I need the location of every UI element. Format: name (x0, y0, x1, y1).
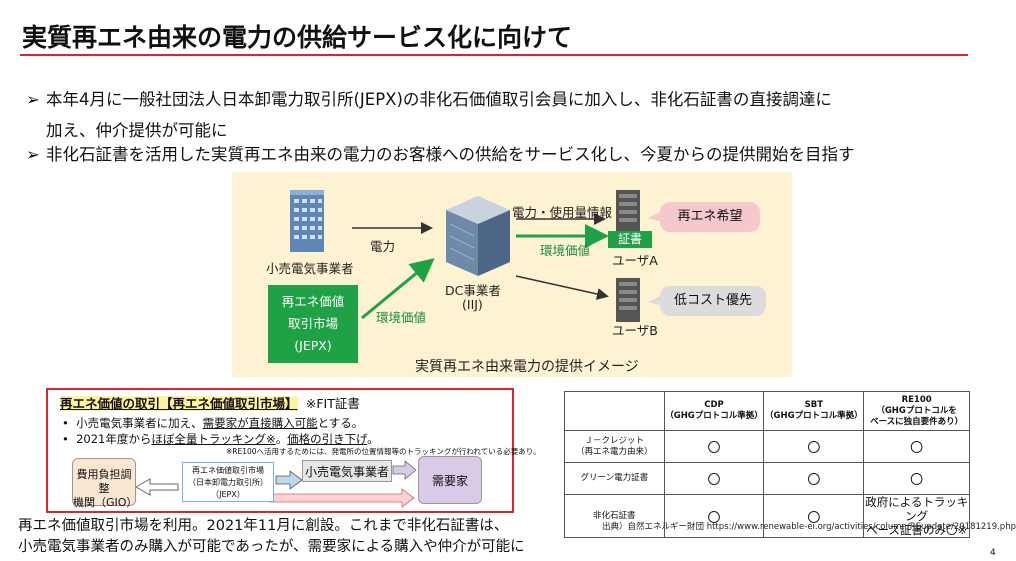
jepx-market-box: 再エネ価値 取引市場 (JEPX) (268, 285, 358, 363)
bullet-1-line2: 加え、仲介提供が可能に (46, 121, 228, 140)
consumer-box: 需要家 (418, 456, 482, 504)
table-row: グリーン電力証書 〇 〇 〇 (564, 462, 970, 495)
market-arrow (275, 470, 303, 490)
p1-underline: 需要家が直接購入可能 (202, 416, 318, 430)
title-underline (20, 54, 968, 56)
table-cell: 〇 (663, 462, 765, 495)
table-cell: 〇 (763, 430, 865, 463)
power-label: 電力 (370, 239, 396, 254)
direct-arrow (269, 488, 415, 508)
fit-note: ※FIT証書 (305, 396, 360, 411)
header-re100: RE100（GHGプロトコルをベースに独自要件あり） (863, 391, 970, 431)
jepx-line3: (JEPX) (294, 338, 332, 353)
source-citation: 出典）自然エネルギー財団 https://www.renewable-ei.or… (602, 522, 1016, 532)
table-cell: 〇 (863, 430, 970, 463)
bullet-2: ➢ 非化石証書を活用した実質再エネ由来の電力のお客様への供給をサービス化し、今夏か… (26, 143, 855, 167)
gio-line2: 機関（GIO） (73, 496, 138, 509)
diagram-caption: 実質再エネ由来電力の提供イメージ (415, 359, 639, 375)
env-value-arrow-left (361, 258, 435, 320)
bullet-1: ➢ 本年4月に一般社団法人日本卸電力取引所(JEPX)の非化石価値取引会員に加入し… (26, 88, 832, 112)
gio-arrow (134, 478, 179, 496)
table-cell-gov-tracking: 政府によるトラッキングベース証書のみ〇※ (863, 494, 970, 538)
market-heading-text: 再エネ価値の取引【再エネ価値取引市場】 (60, 396, 298, 411)
bullet-2-text: 非化石証書を活用した実質再エネ由来の電力のお客様への供給をサービス化し、今夏から… (46, 145, 855, 164)
market-flow-box: 再エネ価値取引市場 （日本卸電力取引所） （JEPX） (182, 462, 274, 502)
jepx-line2: 取引市場 (287, 316, 338, 331)
market-info-box (46, 388, 514, 513)
user-b-label: ユーザB (612, 323, 658, 338)
market-box-heading: 再エネ価値の取引【再エネ価値取引市場】 ※FIT証書 (60, 393, 360, 412)
market-point-2: • 2021年度からほぼ全量トラッキング※。価格の引き下げ。 (62, 431, 379, 447)
user-a-label: ユーザA (612, 253, 658, 268)
gio-line1: 費用負担調整 (76, 468, 132, 495)
note-line2: 小売電気事業者のみ購入が可能であったが、需要家による購入や仲介が可能に (18, 539, 525, 555)
p2-pre: 2021年度から (76, 432, 152, 446)
jepx-line1: 再エネ価値 (281, 294, 345, 309)
data-center-icon (446, 196, 510, 276)
arrow-bullet-icon: ➢ (26, 90, 40, 109)
mkt-line2: （日本卸電力取引所） (188, 478, 268, 487)
header-cdp: CDP（GHGプロトコル準拠） (663, 391, 765, 431)
table-cell: 〇 (863, 462, 970, 495)
table-cell: 〇 (763, 494, 865, 538)
retailer-flow-box: 小売電気事業者 (302, 460, 392, 482)
bullet-dot: • (62, 432, 69, 446)
page-title: 実質再エネ由来の電力の供給サービス化に向けて (22, 23, 573, 52)
dc-label: DC事業者 (445, 283, 501, 298)
table-cell: 〇 (663, 430, 765, 463)
retailer-label: 小売電気事業者 (266, 261, 354, 276)
page-number: 4 (990, 548, 996, 558)
power-usage-label: 電力・使用量情報 (512, 205, 613, 220)
server-b-icon (616, 278, 640, 322)
note-line1: 再エネ価値取引市場を利用。2021年11月に創設。これまで非化石証書は、 (18, 518, 509, 534)
arrow-bullet-icon: ➢ (26, 145, 40, 164)
gio-box: 費用負担調整 機関（GIO） (72, 458, 137, 509)
env-value-label-right: 環境価値 (540, 243, 591, 258)
market-summary-note: 再エネ価値取引市場を利用。2021年11月に創設。これまで非化石証書は、 小売電… (18, 516, 525, 558)
table-row: 非化石証書 〇 〇 政府によるトラッキングベース証書のみ〇※ (564, 494, 970, 538)
market-point-1: • 小売電気事業者に加え、需要家が直接購入可能とする。 (62, 415, 363, 431)
dc-sub-label: (IIJ) (462, 297, 483, 312)
row-label-green-cert: グリーン電力証書 (564, 462, 665, 495)
header-sbt: SBT（GHGプロトコル準拠） (763, 391, 865, 431)
retail-arrow (392, 460, 417, 480)
rb-footnote: ※RE100へ活用するためには、発電所の位置情報等のトラッキングが行われている必… (226, 447, 541, 456)
table-header-row: CDP（GHGプロトコル準拠） SBT（GHGプロトコル準拠） RE100（GH… (564, 391, 970, 431)
corner-cell (564, 391, 665, 431)
p2-underline-1: ほぼ全量トラッキング※ (151, 432, 276, 446)
certificate-comparison-table: CDP（GHGプロトコル準拠） SBT（GHGプロトコル準拠） RE100（GH… (564, 391, 970, 538)
certificate-badge: 証書 (608, 231, 652, 248)
bullet-1-line1: 本年4月に一般社団法人日本卸電力取引所(JEPX)の非化石価値取引会員に加入し、… (46, 90, 832, 109)
row-label-nonfossil-cert: 非化石証書 (564, 494, 665, 538)
user-b-arrow (515, 275, 609, 300)
table-row: Ｊ－クレジット（再エネ電力由来） 〇 〇 〇 (564, 430, 970, 463)
mkt-line1: 再エネ価値取引市場 (192, 466, 264, 475)
bullet-dot: • (62, 416, 69, 430)
p1-post: とする。 (317, 416, 364, 430)
low-cost-bubble: 低コスト優先 (660, 286, 766, 316)
want-renewable-bubble: 再エネ希望 (660, 202, 760, 232)
p2-mid: 。 (275, 432, 288, 446)
server-a-icon (616, 190, 640, 234)
mkt-line3: （JEPX） (211, 490, 245, 499)
p2-post: 。 (367, 432, 379, 446)
table-cell: 〇 (763, 462, 865, 495)
p2-underline-2: 価格の引き下げ (287, 432, 368, 446)
env-value-label-left: 環境価値 (376, 310, 427, 325)
p1-pre: 小売電気事業者に加え、 (76, 416, 203, 430)
row-label-jcredit: Ｊ－クレジット（再エネ電力由来） (564, 430, 665, 463)
office-building-icon (290, 190, 324, 252)
table-cell: 〇 (663, 494, 765, 538)
